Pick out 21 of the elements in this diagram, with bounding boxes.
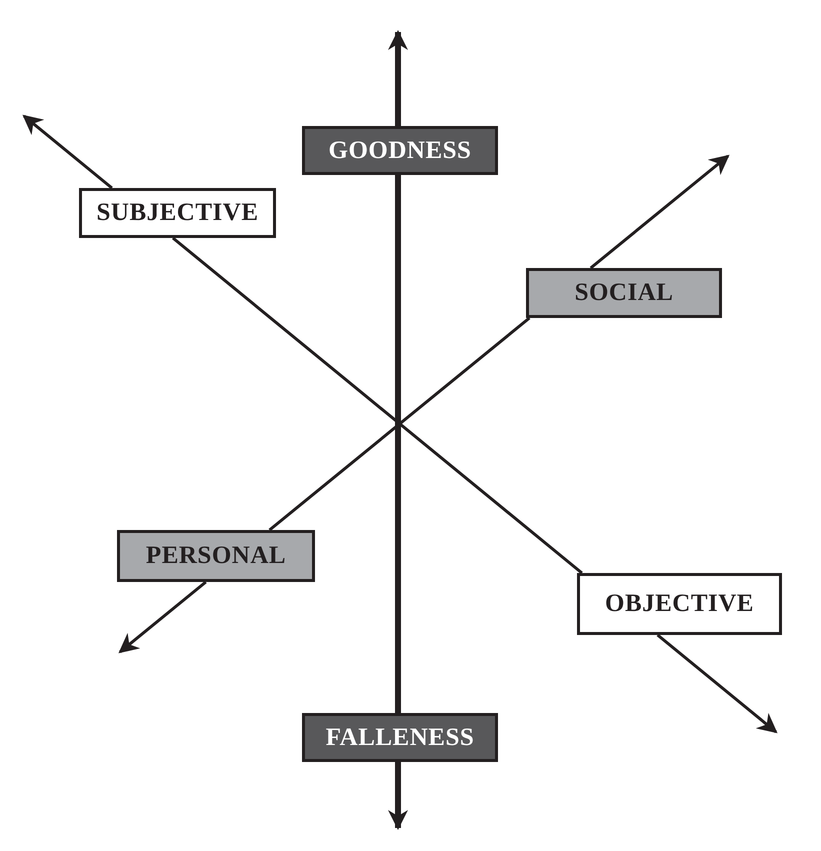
arrow	[118, 580, 207, 654]
arrow	[388, 762, 408, 830]
connector-line	[395, 175, 401, 713]
arrow	[656, 634, 778, 734]
label-box	[79, 188, 276, 238]
connector-line	[172, 236, 583, 574]
axis-label: PERSONAL	[146, 542, 286, 570]
label-box	[526, 268, 722, 318]
axis-label: SOCIAL	[574, 279, 674, 307]
arrow	[590, 154, 730, 270]
axis-label: SUBJECTIVE	[96, 199, 258, 227]
arrow	[388, 30, 408, 126]
connector-line	[268, 316, 530, 532]
axis-label: FALLENESS	[326, 724, 474, 752]
label-box	[302, 713, 498, 762]
axis-label: GOODNESS	[328, 136, 472, 164]
label-box	[117, 530, 315, 582]
label-box	[577, 573, 782, 635]
arrow	[22, 114, 113, 190]
label-box	[302, 126, 498, 175]
axis-label: OBJECTIVE	[605, 590, 754, 618]
